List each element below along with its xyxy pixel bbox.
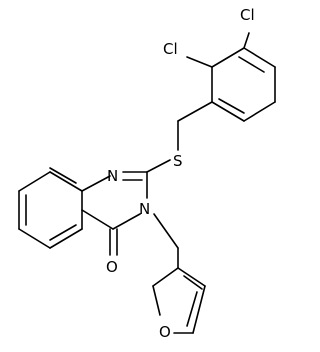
bond-aryl bbox=[243, 47, 276, 68]
bond-n3-ch2 bbox=[153, 213, 179, 249]
bond-aryl bbox=[211, 47, 245, 68]
atom-n1: N bbox=[107, 167, 118, 185]
bond-cl1-c bbox=[243, 32, 250, 49]
bond-benzo bbox=[18, 228, 51, 249]
atom-cl1: Cl bbox=[240, 6, 255, 24]
bond-benzo bbox=[49, 167, 77, 184]
bond-s-c2 bbox=[146, 159, 171, 173]
bond-n1-c8a bbox=[81, 175, 111, 192]
bond-furan bbox=[152, 267, 179, 287]
bond-aryl bbox=[211, 101, 245, 122]
atom-o-furan: O bbox=[159, 323, 171, 341]
bond-benzo bbox=[49, 228, 83, 249]
bond-cl2-c bbox=[186, 56, 213, 68]
bond-ch2 bbox=[177, 101, 213, 122]
bond-benzo bbox=[49, 171, 83, 192]
bonds bbox=[18, 32, 276, 334]
bond-aryl bbox=[238, 56, 265, 73]
bond-benzo bbox=[18, 171, 51, 192]
bond-furan bbox=[183, 275, 203, 290]
atom-s1: S bbox=[173, 152, 183, 170]
bond-c4-c4a bbox=[81, 209, 114, 230]
bond-furan bbox=[186, 291, 198, 327]
bond-furan bbox=[177, 267, 206, 287]
bond-furan bbox=[192, 285, 206, 334]
bond-benzo bbox=[49, 224, 77, 241]
bond-furan bbox=[152, 285, 161, 316]
bond-aryl bbox=[243, 101, 276, 122]
chemical-structure: Cl Cl S N N O O bbox=[18, 6, 276, 341]
atom-n3: N bbox=[139, 200, 150, 218]
atom-labels: Cl Cl S N N O O bbox=[106, 6, 255, 341]
bond-aryl bbox=[218, 98, 245, 114]
bond-n3-c4 bbox=[112, 213, 141, 230]
atom-cl2: Cl bbox=[163, 40, 178, 58]
atom-o-carbonyl: O bbox=[106, 258, 118, 276]
